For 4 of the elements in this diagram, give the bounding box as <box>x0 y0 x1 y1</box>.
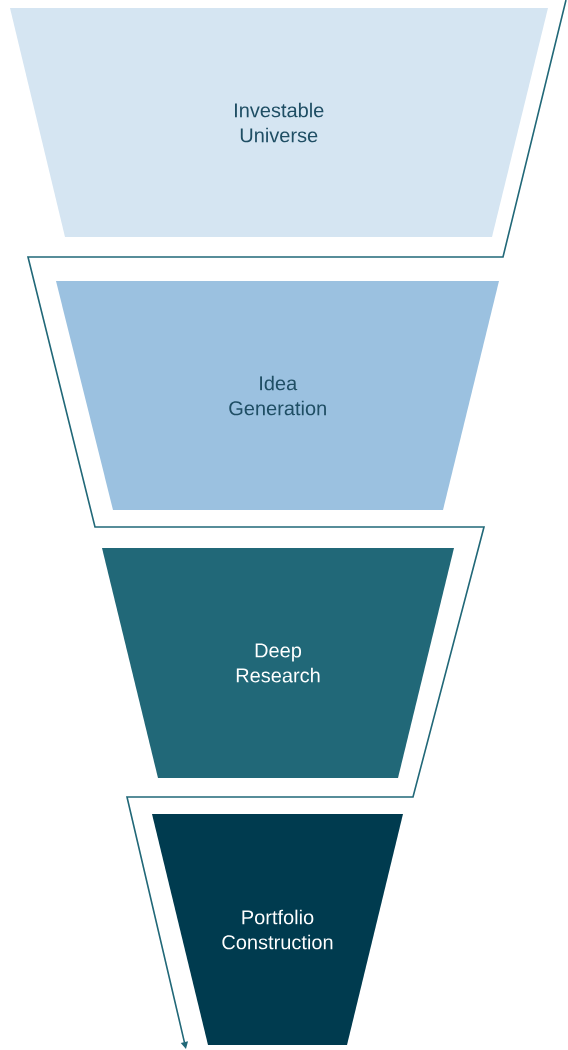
funnel-stage: Deep Research <box>102 548 454 778</box>
funnel-stage: Investable Universe <box>10 8 548 237</box>
funnel-stage: Idea Generation <box>56 281 499 510</box>
funnel-stage: Portfolio Construction <box>152 814 403 1045</box>
